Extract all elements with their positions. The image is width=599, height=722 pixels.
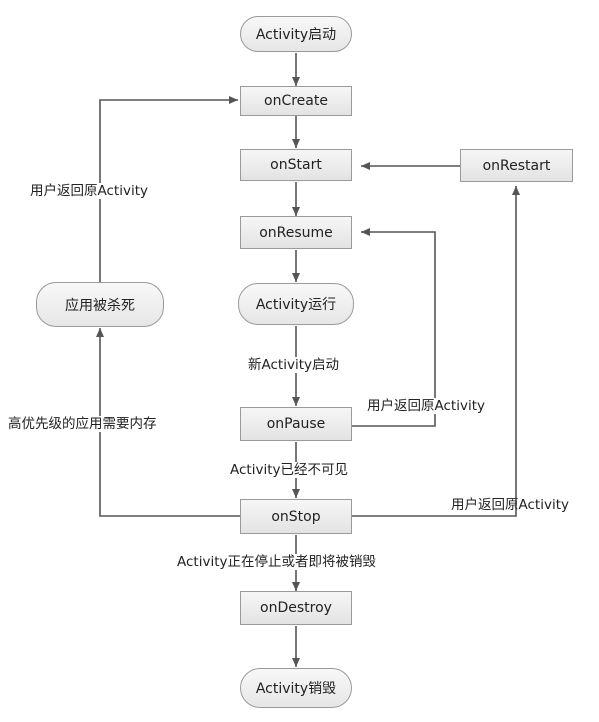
node-on-restart: onRestart bbox=[460, 149, 573, 182]
arrow-pause-to-resume bbox=[352, 228, 436, 427]
node-activity-running: Activity运行 bbox=[238, 283, 354, 325]
label-stopping-or-destroyed: Activity正在停止或者即将被销毁 bbox=[177, 554, 376, 570]
label-user-return-pause: 用户返回原Activity bbox=[367, 398, 485, 414]
node-on-destroy: onDestroy bbox=[240, 591, 352, 625]
arrow-stop-to-restart bbox=[352, 186, 520, 517]
node-on-pause: onPause bbox=[240, 407, 352, 441]
node-on-stop: onStop bbox=[240, 499, 352, 534]
arrow-stop-to-killed bbox=[96, 328, 240, 517]
label-user-return-left: 用户返回原Activity bbox=[30, 183, 148, 199]
label-user-return-stop: 用户返回原Activity bbox=[451, 497, 569, 513]
node-app-killed: 应用被杀死 bbox=[36, 282, 164, 327]
node-activity-start: Activity启动 bbox=[240, 16, 352, 52]
arrow-killed-to-create bbox=[99, 96, 238, 282]
label-high-priority-memory: 高优先级的应用需要内存 bbox=[8, 416, 157, 432]
node-on-start: onStart bbox=[240, 149, 352, 181]
label-activity-invisible: Activity已经不可见 bbox=[230, 462, 348, 478]
node-on-resume: onResume bbox=[240, 216, 352, 249]
label-new-activity-start: 新Activity启动 bbox=[248, 357, 339, 373]
node-activity-destroyed: Activity销毁 bbox=[240, 668, 352, 708]
node-on-create: onCreate bbox=[240, 86, 352, 116]
